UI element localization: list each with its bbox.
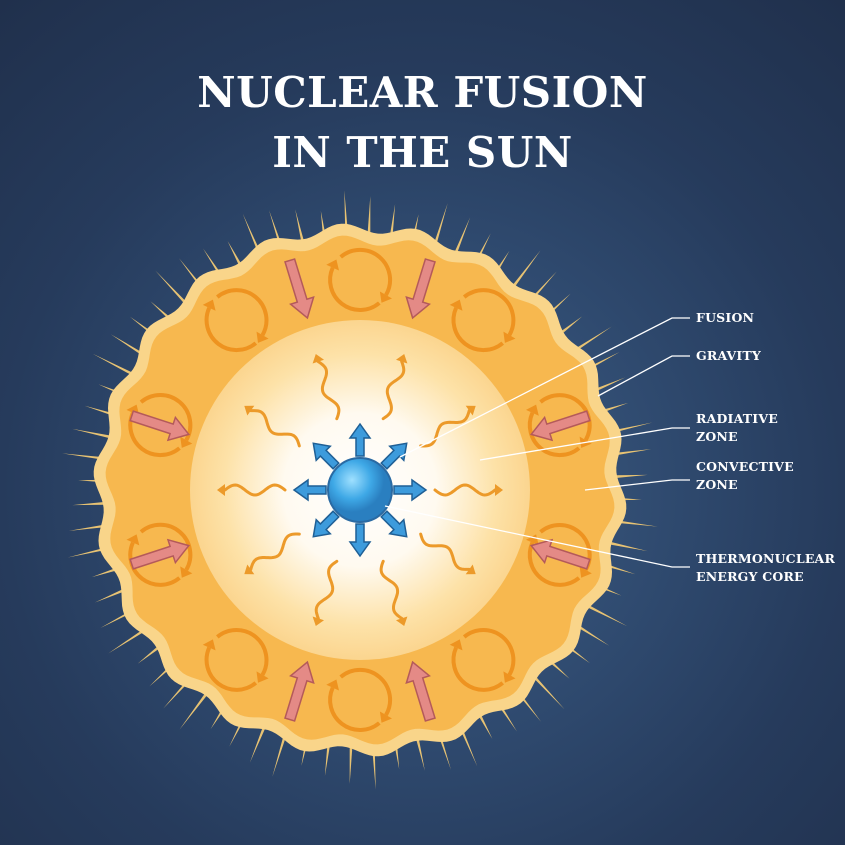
convection-cycle-icon	[526, 393, 592, 458]
label-radiative-zone: RADIATIVE ZONE	[696, 410, 778, 446]
sun-spike	[68, 524, 108, 531]
label-fusion-text: FUSION	[696, 310, 755, 325]
sun-spike	[349, 744, 353, 784]
label-core-line1: THERMONUCLEAR	[696, 551, 836, 566]
label-convective-line1: CONVECTIVE	[696, 459, 794, 474]
thermonuclear-core	[327, 457, 393, 523]
gravity-arrow-icon	[405, 660, 436, 722]
sun-spike	[458, 724, 478, 767]
sun-spike	[433, 203, 448, 247]
sun-spike	[150, 301, 172, 321]
sun-spike	[454, 217, 471, 255]
sun-spike	[324, 742, 331, 776]
fusion-arrow-icon	[292, 478, 327, 502]
label-gravity-text: GRAVITY	[696, 348, 762, 363]
convection-cycle-icon	[326, 247, 393, 312]
sun-spike	[137, 645, 160, 664]
radiation-wave-icon	[312, 559, 339, 626]
radiation-wave-icon	[379, 559, 408, 626]
gravity-arrow-icon	[284, 660, 315, 722]
sun-spike	[575, 623, 610, 646]
title-line-2: IN THE SUN	[272, 128, 573, 177]
label-radiative-line1: RADIATIVE	[696, 411, 778, 426]
label-energy-core: THERMONUCLEAR ENERGY CORE	[696, 550, 835, 586]
gravity-arrow-icon	[405, 258, 436, 320]
radiation-wave-icon	[381, 354, 408, 421]
sun-spike	[272, 733, 287, 777]
sun-spike	[612, 519, 658, 527]
sun-spike	[478, 714, 493, 739]
gravity-arrow-icon	[529, 410, 591, 442]
fusion-arrow-icon	[312, 510, 340, 538]
sun-spike	[560, 316, 583, 335]
radiation-wave-icon	[433, 483, 503, 497]
leader-lines	[384, 317, 690, 568]
radiation-wave-icon	[312, 354, 341, 421]
radiation-wave-icon	[217, 483, 287, 497]
sun-spike	[614, 474, 648, 479]
sun-spike	[227, 241, 242, 266]
sun-spike	[612, 449, 652, 456]
gravity-arrow-icon	[129, 410, 191, 442]
sun-spike	[91, 567, 118, 578]
label-convective-line2: ZONE	[696, 477, 738, 492]
label-convective-zone: CONVECTIVE ZONE	[696, 458, 794, 494]
sun-spike	[416, 738, 425, 771]
label-core-line2: ENERGY CORE	[696, 569, 804, 584]
sun-spike	[249, 725, 266, 763]
label-radiative-line2: ZONE	[696, 429, 738, 444]
fusion-arrow-icon	[393, 478, 428, 502]
fusion-arrow-icon	[380, 510, 408, 538]
fusion-arrow-icon	[348, 523, 372, 558]
gravity-arrow-icon	[129, 538, 191, 570]
gravity-arrow-icon	[284, 258, 315, 320]
sun-spike	[512, 250, 541, 288]
sun-spike	[72, 501, 106, 506]
sun-spike	[179, 692, 208, 730]
convection-cycle-icon	[202, 627, 269, 692]
radiation-wave-icon	[419, 405, 476, 448]
sun-spike	[548, 659, 570, 679]
radiation-wave-icon	[419, 532, 476, 575]
sun-spike	[602, 402, 629, 413]
sun-spike	[72, 428, 111, 439]
radiation-wave-icon	[244, 532, 301, 575]
sun-spike	[389, 204, 396, 238]
title-line-1: NUCLEAR FUSION	[197, 68, 648, 117]
sun-spike	[573, 326, 612, 353]
radiative-leader	[479, 427, 690, 461]
sun-spike	[295, 209, 304, 242]
convection-cycle-icon	[449, 627, 516, 692]
convection-cycle-icon	[449, 288, 516, 353]
sun-spike	[94, 588, 126, 603]
sun-spike	[108, 627, 147, 654]
gravity-leader	[597, 355, 690, 397]
convective-leader	[584, 479, 690, 491]
sun-spike	[609, 541, 648, 552]
convection-cycle-icon	[202, 288, 269, 353]
gravity-arrow-icon	[529, 538, 591, 570]
fusion-arrow-icon	[348, 422, 372, 457]
core-leader	[384, 505, 690, 568]
label-gravity: GRAVITY	[696, 347, 761, 365]
sun-spike	[155, 270, 188, 305]
sun-spike	[367, 196, 371, 236]
sun-spike	[532, 675, 565, 710]
sun-spike	[62, 453, 108, 461]
radiation-wave-icon	[244, 405, 301, 448]
sun-spike	[594, 377, 626, 392]
label-fusion: FUSION	[696, 309, 754, 327]
convection-cycle-icon	[126, 522, 193, 587]
sun-spike	[242, 213, 262, 256]
sun-spike	[586, 604, 628, 627]
sun-spike	[92, 353, 134, 376]
convection-cycle-icon	[326, 667, 393, 732]
fusion-leader	[399, 317, 690, 458]
sun-spike	[110, 334, 145, 357]
fusion-arrow-icon	[312, 442, 340, 470]
